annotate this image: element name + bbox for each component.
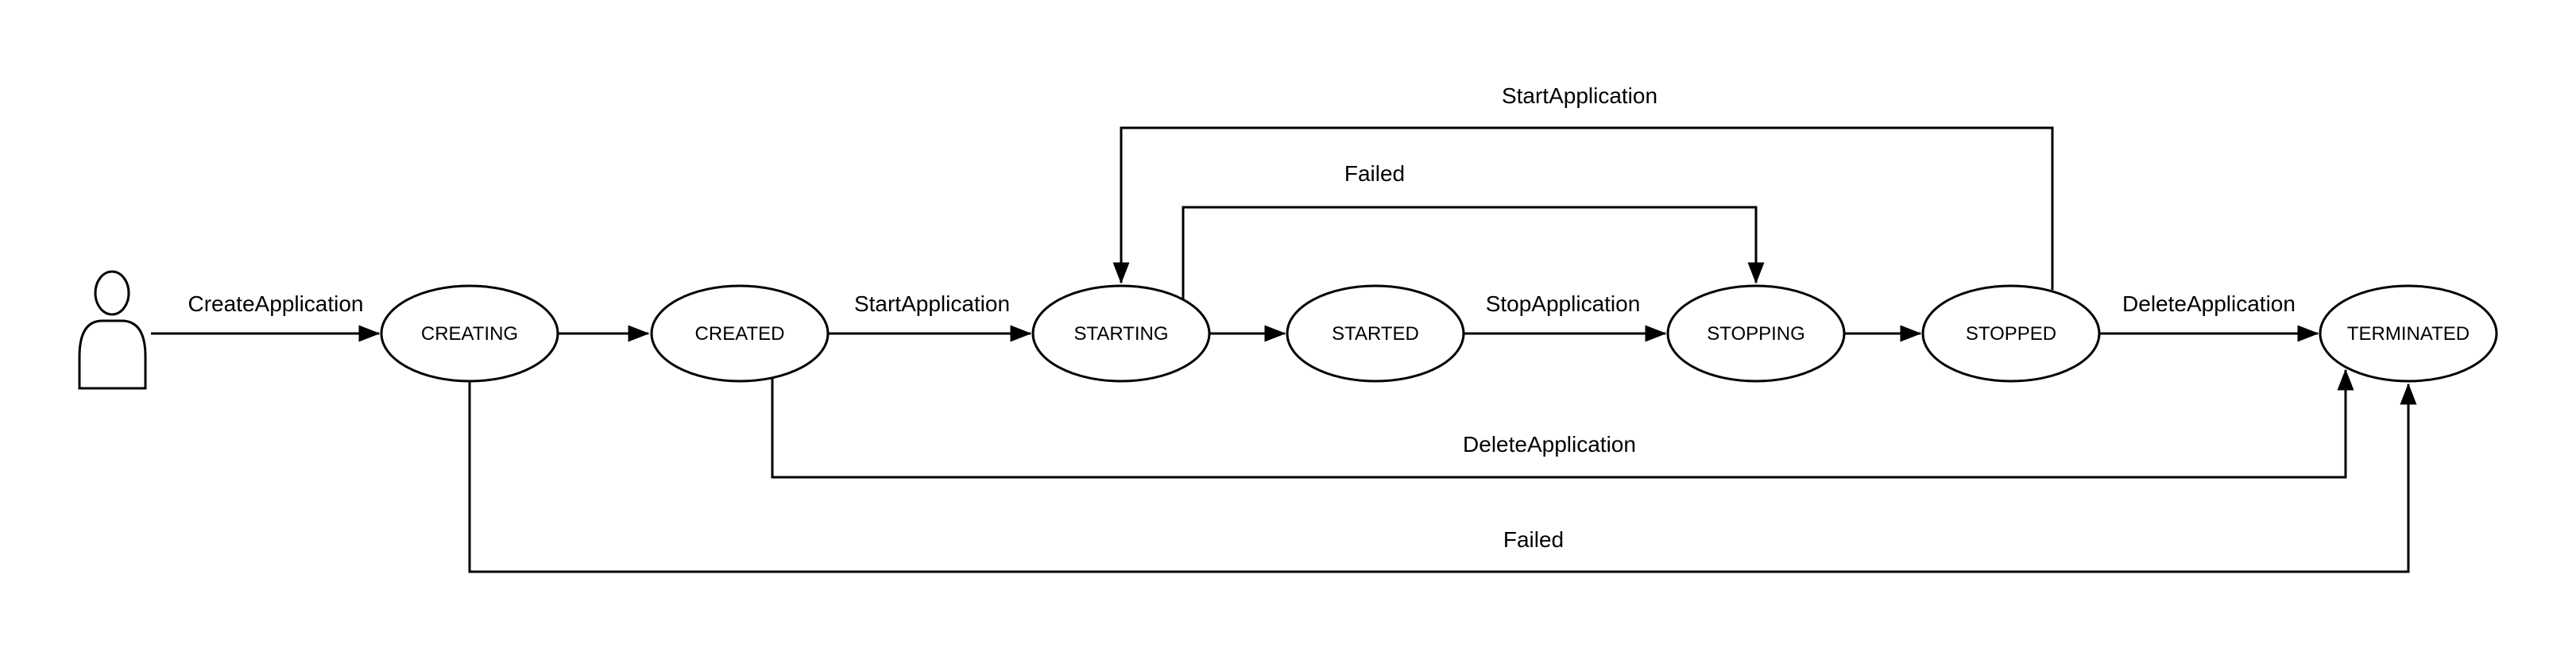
state-label-started: STARTED (1332, 323, 1419, 345)
transition-label-delete-application-created: DeleteApplication (1463, 432, 1636, 457)
transition-arrow-failed-creating (468, 381, 2417, 573)
transition-arrow-start-application-restart (1112, 126, 2054, 290)
transition-arrow-failed-starting (1182, 206, 1765, 300)
transition-arrow-delete-application-created (771, 368, 2354, 479)
transition-label-failed-starting: Failed (1344, 161, 1405, 186)
state-label-stopping: STOPPING (1707, 323, 1805, 345)
state-label-created: CREATED (695, 323, 785, 345)
state-node-stopping: STOPPING (1666, 284, 1846, 383)
state-node-creating: CREATING (380, 284, 559, 383)
state-node-started: STARTED (1286, 284, 1465, 383)
state-node-starting: STARTING (1031, 284, 1211, 383)
state-label-creating: CREATING (421, 323, 518, 345)
transition-label-start-application-restart: StartApplication (1502, 83, 1657, 108)
state-node-terminated: TERMINATED (2319, 284, 2498, 383)
state-label-terminated: TERMINATED (2347, 323, 2470, 345)
person-actor-icon (78, 270, 147, 390)
state-node-stopped: STOPPED (1921, 284, 2101, 383)
transition-label-start-application: StartApplication (854, 291, 1010, 316)
state-label-starting: STARTING (1073, 323, 1168, 345)
transition-label-create-application: CreateApplication (188, 291, 363, 316)
transition-label-stop-application: StopApplication (1486, 291, 1641, 316)
state-label-stopped: STOPPED (1966, 323, 2056, 345)
transition-label-delete-application: DeleteApplication (2122, 291, 2296, 316)
transition-label-failed-creating: Failed (1503, 527, 1564, 552)
state-node-created: CREATED (650, 284, 830, 383)
